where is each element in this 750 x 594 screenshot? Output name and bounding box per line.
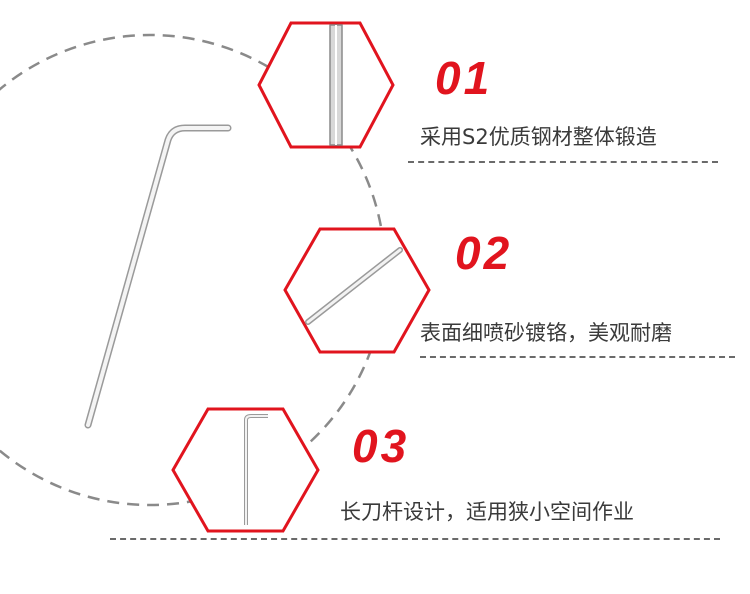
- hex-key-image: [84, 124, 232, 429]
- hexagon-detail-1: [257, 21, 395, 149]
- dashed-divider: [408, 161, 718, 163]
- feature-text-1: 采用S2优质钢材整体锻造: [420, 125, 657, 149]
- feature-text-3: 长刀杆设计，适用狭小空间作业: [340, 500, 634, 524]
- feature-number-3: 03: [352, 420, 410, 472]
- dashed-divider: [110, 538, 720, 540]
- hexagon-detail-3: [171, 407, 320, 533]
- hexagon-detail-2: [283, 227, 431, 354]
- feature-number-1: 01: [435, 52, 493, 104]
- feature-text-2: 表面细喷砂镀铬，美观耐磨: [420, 321, 672, 345]
- feature-number-2: 02: [455, 227, 513, 279]
- dashed-divider: [420, 356, 735, 358]
